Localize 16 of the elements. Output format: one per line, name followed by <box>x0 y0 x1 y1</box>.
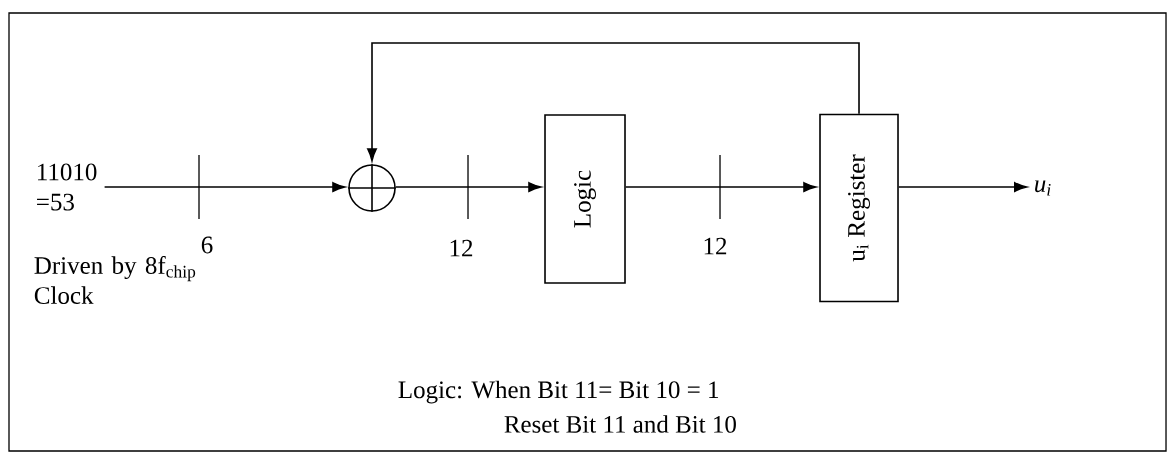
adder-symbol <box>347 163 397 213</box>
feedback-arrow <box>367 42 860 162</box>
bus-width-label: 12 <box>450 239 473 257</box>
input-value: 11010 =53 <box>37 163 97 211</box>
note-text: Logic: When Bit 11= Bit 10 = 1 <box>398 380 719 404</box>
bus-width-label: 6 <box>201 236 213 254</box>
arrow <box>898 182 1028 192</box>
arrow <box>395 182 542 192</box>
arrow <box>103 182 346 192</box>
arrow <box>625 182 817 192</box>
bus-width-label: 12 <box>704 237 727 255</box>
block-box: Logic <box>544 114 626 284</box>
block-box: u$_{i}$ Register <box>819 113 899 303</box>
note-text: Reset Bit 11 and Bit 10 <box>504 415 736 433</box>
output-signal: u$_{i}$ <box>1035 180 1051 196</box>
note-text: Driven by 8f$_{chip}$ Clock <box>34 256 196 304</box>
